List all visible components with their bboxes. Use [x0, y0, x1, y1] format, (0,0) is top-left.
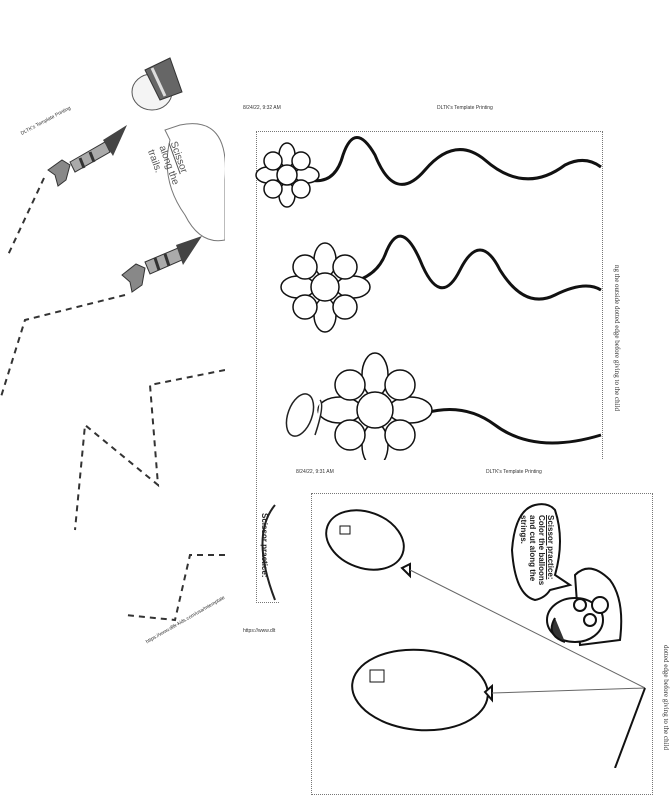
caterpillar-icon [285, 393, 323, 437]
firework-rocket-icon [47, 125, 127, 187]
flowers-drawing [255, 136, 602, 601]
front-worksheet-balloons: 8/24/22, 9:31 AM DLTK's Template Printin… [280, 460, 672, 795]
back-worksheet-fireworks: DLTK's Template Printing Scissor along t… [0, 57, 226, 645]
side-instruction: ng the outside dotted edge before giving… [613, 265, 621, 411]
balloons-drawing [325, 503, 646, 768]
uncle-sam-icon [131, 57, 183, 111]
header-date: 8/24/22, 9:32 AM [243, 105, 281, 111]
footer-url[interactable]: https://www.dlt [243, 628, 276, 634]
speech-bubble [261, 504, 276, 601]
balloon-icon [325, 509, 411, 579]
side-instruction: dotted edge before giving to the child [662, 645, 670, 750]
dashed-trail [0, 294, 126, 401]
speech-bubble [510, 503, 573, 602]
front-bubble-text: Scissor practice: Color the balloons and… [519, 515, 555, 585]
fireworks-trails-drawing [0, 57, 226, 622]
flower-icon [317, 352, 433, 468]
firework-rocket-icon [121, 236, 202, 293]
bubble-line: Color the balloons [537, 515, 546, 586]
dashed-trail [74, 369, 226, 531]
bubble-line: and cut along the [528, 515, 537, 582]
header-title: DLTK's Template Printing [486, 469, 542, 475]
clown-icon [546, 567, 623, 647]
balloon-icon [351, 648, 493, 732]
dashed-trail [124, 554, 225, 622]
header-title: DLTK's Template Printing [437, 105, 493, 111]
dashed-trail [7, 177, 45, 256]
balloon-strings [409, 569, 646, 768]
speech-bubble [164, 123, 226, 242]
bubble-title: Scissor practice: [546, 515, 555, 580]
bubble-line: strings. [519, 515, 528, 544]
middle-bubble-text: Scissor practice: [260, 513, 269, 578]
flower-icon [255, 142, 320, 208]
flower-icon [280, 242, 371, 333]
header-date: 8/24/22, 9:31 AM [296, 469, 334, 475]
